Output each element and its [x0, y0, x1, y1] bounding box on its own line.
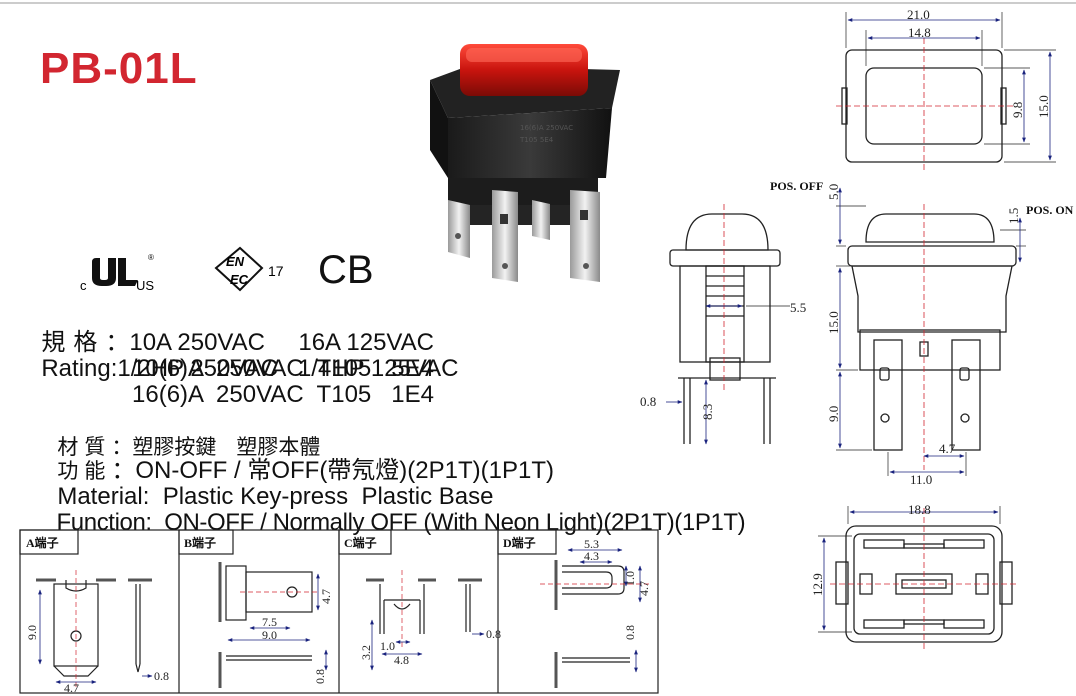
svg-text:15.0: 15.0	[826, 311, 841, 334]
svg-text:5.3: 5.3	[584, 537, 599, 551]
svg-text:21.0: 21.0	[907, 7, 930, 22]
svg-text:0.8: 0.8	[623, 625, 637, 640]
svg-text:7.5: 7.5	[262, 615, 277, 629]
svg-text:8.3: 8.3	[700, 404, 715, 420]
spec-line-2: Rating:1/2HP 250VAC 1/4HP 125VAC	[41, 355, 459, 382]
terminal-a-title: A端子	[26, 535, 59, 550]
side-view-drawing	[836, 187, 1026, 476]
spec-line-5: 材質：塑膠按鍵 塑膠本體	[57, 435, 321, 459]
terminal-b-title: B端子	[184, 535, 216, 550]
terminal-c-title: C端子	[344, 535, 377, 550]
terminal-c-drawing	[366, 570, 485, 671]
spec-line-1: 規格：10A 250VAC 16A 125VAC	[41, 329, 434, 356]
terminal-table	[19, 529, 659, 694]
bottom-view-drawing	[818, 506, 1018, 652]
svg-text:c: c	[80, 278, 87, 293]
svg-text:POS. ON: POS. ON	[1026, 203, 1074, 217]
switch-product-image: 16(6)A 250VAC T105 5E4	[430, 44, 620, 282]
spec-line-4: 16(6)A 250VAC T105 1E4	[132, 381, 434, 408]
svg-text:POS. OFF: POS. OFF	[770, 179, 823, 193]
svg-text:4.3: 4.3	[584, 549, 599, 563]
model-title: PB-01L	[40, 44, 198, 93]
svg-text:4.7: 4.7	[637, 581, 651, 596]
svg-text:15.0: 15.0	[1036, 95, 1051, 118]
terminal-d-drawing	[540, 548, 650, 688]
svg-text:9.0: 9.0	[262, 628, 277, 642]
ul-logo: c US ®	[80, 253, 154, 293]
svg-text:4.7: 4.7	[64, 681, 79, 695]
svg-text:0.8: 0.8	[154, 669, 169, 683]
left-view-drawing	[666, 204, 790, 445]
svg-text:4.7: 4.7	[319, 589, 333, 604]
spec-line-3: 10(6)A 250VAC T105 5E4	[132, 355, 434, 382]
svg-text:1.0: 1.0	[380, 639, 395, 653]
svg-text:4.7: 4.7	[939, 441, 956, 456]
svg-text:17: 17	[268, 263, 284, 279]
enec-logo: EN EC 17	[214, 246, 284, 292]
svg-text:5.5: 5.5	[790, 300, 806, 315]
svg-text:9.0: 9.0	[25, 625, 39, 640]
svg-text:US: US	[136, 278, 154, 293]
svg-text:18.8: 18.8	[908, 502, 931, 517]
svg-text:T105 5E4: T105 5E4	[519, 136, 554, 144]
svg-text:1.0: 1.0	[623, 571, 637, 586]
svg-text:3.2: 3.2	[359, 645, 373, 660]
spec-line-6: 功能：ON-OFF / 常OFF(帶氖燈)(2P1T)(1P1T)	[57, 457, 554, 484]
spec-line-7: Material: Plastic Key-press Plastic Base	[57, 483, 494, 510]
top-view-drawing	[836, 12, 1056, 170]
svg-text:®: ®	[148, 253, 154, 262]
svg-text:9.8: 9.8	[1010, 102, 1025, 118]
svg-text:0.8: 0.8	[313, 669, 327, 684]
svg-text:5.0: 5.0	[826, 184, 841, 200]
svg-text:0.8: 0.8	[486, 627, 501, 641]
svg-text:4.8: 4.8	[394, 653, 409, 667]
svg-text:16(6)A 250VAC: 16(6)A 250VAC	[520, 124, 573, 132]
terminal-d-title: D端子	[503, 535, 536, 550]
svg-text:12.9: 12.9	[810, 573, 825, 596]
svg-text:14.8: 14.8	[908, 25, 931, 40]
terminal-b-drawing	[218, 562, 328, 688]
svg-text:EN: EN	[226, 254, 245, 269]
svg-text:11.0: 11.0	[910, 472, 932, 487]
cb-cert-text: CB	[318, 248, 374, 292]
svg-text:EC: EC	[230, 272, 249, 287]
svg-text:9.0: 9.0	[826, 406, 841, 422]
svg-text:1.5: 1.5	[1006, 208, 1021, 224]
svg-text:0.8: 0.8	[640, 394, 656, 409]
terminal-a-drawing	[36, 570, 153, 690]
